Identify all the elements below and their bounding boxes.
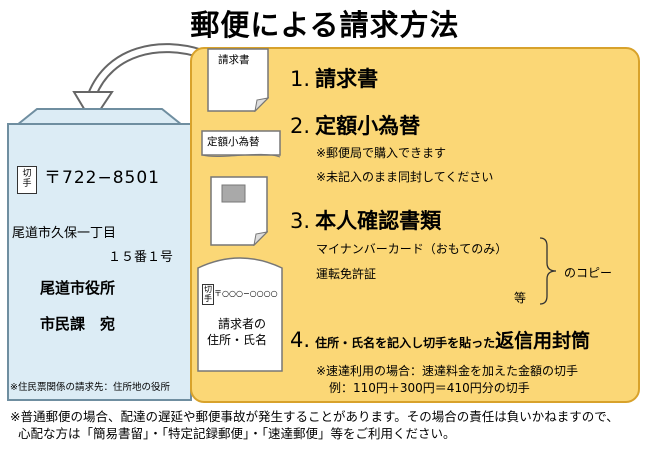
step-4-note-1: ※速達利用の場合：速達料金を加えた金額の切手 bbox=[316, 364, 579, 378]
step-2: 2. 定額小為替 bbox=[290, 110, 420, 140]
step-2-note-2: ※未記入のまま同封してください bbox=[316, 170, 494, 184]
address-line-2: １５番１号 bbox=[108, 250, 174, 265]
return-name-line-1: 請求者の bbox=[218, 317, 267, 331]
money-order-label: 定額小為替 bbox=[207, 136, 260, 148]
footer-line-1: ※普通郵便の場合、配達の遅延や郵便事故が発生することがあります。その場合の責任は… bbox=[10, 409, 619, 424]
stamp-box: 切手 bbox=[17, 166, 37, 194]
step-3-item-2: 運転免許証 bbox=[316, 267, 377, 281]
step-3-item-3: 等 bbox=[514, 291, 527, 305]
postal-code: 〒722−8501 bbox=[44, 168, 160, 188]
step-1-title: 請求書 bbox=[315, 67, 379, 91]
step-3-item-1: マイナンバーカード（おもてのみ） bbox=[316, 242, 508, 256]
step-2-note-1: ※郵便局で購入できます bbox=[316, 146, 447, 160]
step-4-title: 返信用封筒 bbox=[495, 330, 591, 352]
address-line-1: 尾道市久保一丁目 bbox=[12, 226, 117, 241]
return-postal-code: 〒○○○−○○○○ bbox=[214, 289, 278, 298]
curved-arrow-icon bbox=[72, 43, 205, 124]
request-form-label: 請求書 bbox=[218, 54, 250, 66]
request-form-icon bbox=[207, 48, 269, 112]
recipient-section: 市民課 宛 bbox=[40, 315, 116, 333]
recipient-office: 尾道市役所 bbox=[40, 279, 116, 297]
footer-note: ※普通郵便の場合、配達の遅延や郵便事故が発生することがあります。その場合の責任は… bbox=[10, 408, 642, 442]
step-4-title-prefix: 住所・氏名を記入し切手を貼った bbox=[315, 336, 496, 350]
step-3: 3. 本人確認書類 bbox=[290, 205, 441, 235]
step-2-number: 2. bbox=[290, 114, 311, 138]
money-order-icon bbox=[201, 130, 281, 158]
step-4: 4. 住所・氏名を記入し切手を貼った返信用封筒 bbox=[290, 326, 590, 353]
step-1: 1. 請求書 bbox=[290, 63, 378, 93]
return-envelope-icon bbox=[197, 257, 283, 372]
step-3-title: 本人確認書類 bbox=[315, 209, 442, 233]
envelope-note: ※住民票関係の請求先：住所地の役所 bbox=[10, 382, 170, 393]
step-2-title: 定額小為替 bbox=[315, 114, 421, 138]
page-title: 郵便による請求方法 bbox=[190, 8, 460, 42]
step-4-number: 4. bbox=[290, 328, 311, 352]
brace-icon bbox=[539, 237, 557, 305]
step-3-number: 3. bbox=[290, 209, 311, 233]
footer-line-2: 心配な方は「簡易書留」・「特定記録郵便」・「速達郵便」等をご利用ください。 bbox=[18, 426, 456, 441]
step-3-brace-label: のコピー bbox=[564, 266, 613, 280]
return-stamp-box: 切手 bbox=[202, 284, 214, 305]
id-document-icon bbox=[210, 176, 268, 246]
step-1-number: 1. bbox=[290, 67, 311, 91]
return-name-line-2: 住所・氏名 bbox=[207, 333, 268, 347]
step-4-note-2: 例：110円＋300円＝410円分の切手 bbox=[329, 381, 530, 395]
